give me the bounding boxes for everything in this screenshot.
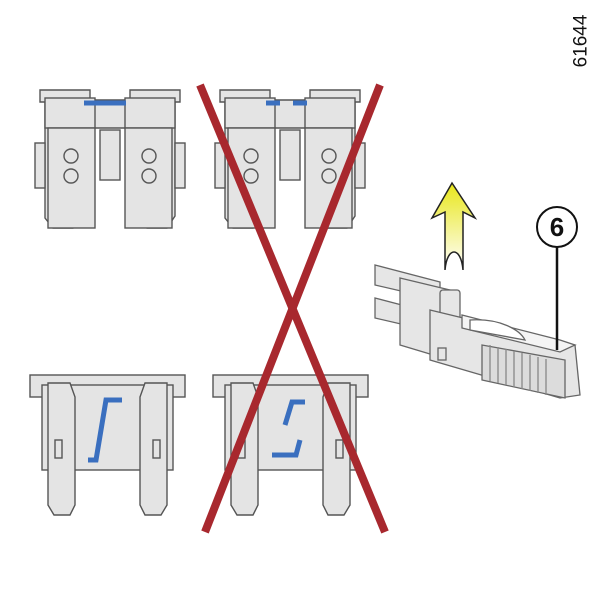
fuse-front-view-blown — [212, 374, 369, 516]
fuse-puller-tool — [374, 264, 581, 399]
incorrect-cross-mark — [196, 83, 389, 534]
figure-reference-number: 61644 — [570, 14, 592, 68]
fuse-top-view-good — [34, 89, 186, 229]
fuse-front-view-good — [29, 374, 186, 516]
pull-up-arrow — [430, 181, 478, 271]
fuse-top-view-blown — [214, 89, 366, 229]
fuse-wire-intact — [88, 397, 122, 463]
callout-number: 6 — [549, 212, 565, 242]
callout-6 — [536, 206, 578, 350]
fuse-wire-broken — [272, 399, 305, 458]
